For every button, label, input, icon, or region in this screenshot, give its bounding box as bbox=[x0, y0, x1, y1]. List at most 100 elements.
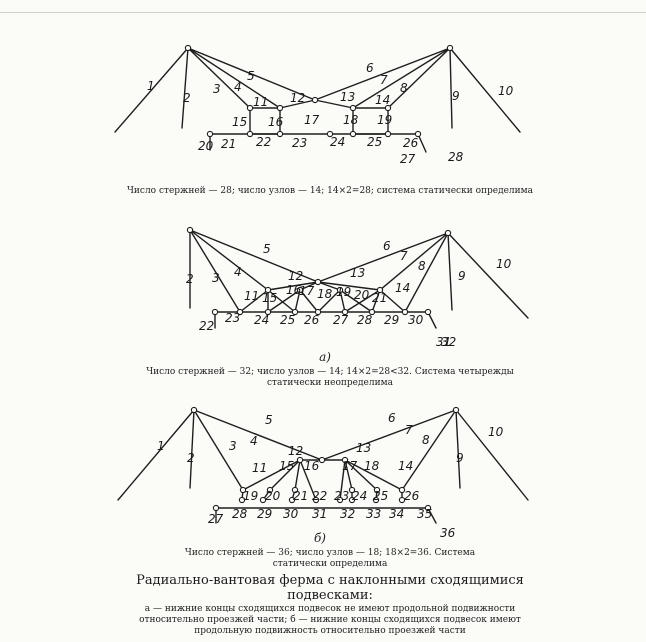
member-number-label: 17 bbox=[342, 459, 358, 473]
member-number-label: 31 bbox=[312, 507, 327, 521]
truss-node bbox=[264, 308, 272, 316]
truss-member bbox=[187, 47, 251, 109]
truss-node bbox=[372, 496, 380, 504]
truss-node bbox=[368, 308, 376, 316]
member-number-label: 10 bbox=[496, 257, 512, 271]
truss-node bbox=[373, 486, 381, 494]
figure-2-caption-line-2: статически неопределима bbox=[267, 378, 393, 388]
member-number-label: 18 bbox=[343, 113, 359, 127]
member-number-label: 22 bbox=[199, 319, 214, 333]
truss-member bbox=[455, 409, 529, 501]
member-number-label: 32 bbox=[441, 335, 456, 349]
legend-line-3: продольную подвижность относительно прое… bbox=[194, 626, 466, 636]
member-number-label: 1 bbox=[157, 439, 165, 453]
truss-node bbox=[238, 496, 246, 504]
truss-node bbox=[276, 104, 284, 112]
member-number-label: 5 bbox=[263, 242, 271, 256]
truss-node bbox=[314, 278, 322, 286]
member-number-label: 16 bbox=[268, 115, 284, 129]
member-number-label: 23 bbox=[225, 311, 240, 325]
member-number-label: 5 bbox=[247, 69, 255, 83]
member-number-label: 27 bbox=[208, 512, 224, 526]
truss-node bbox=[206, 130, 214, 138]
truss-node bbox=[311, 96, 319, 104]
truss-member bbox=[279, 99, 316, 109]
truss-node bbox=[246, 130, 254, 138]
truss-member bbox=[449, 47, 521, 133]
member-number-label: 11 bbox=[253, 95, 268, 109]
truss-node bbox=[452, 406, 460, 414]
truss-node bbox=[211, 308, 219, 316]
member-number-label: 11 bbox=[252, 461, 267, 475]
truss-node bbox=[444, 229, 452, 237]
member-number-label: 22 bbox=[312, 489, 327, 503]
truss-member bbox=[317, 232, 449, 283]
member-number-label: 10 bbox=[498, 84, 514, 98]
member-number-label: 18 bbox=[317, 287, 333, 301]
truss-member bbox=[299, 289, 319, 313]
member-number-label: 23 bbox=[334, 489, 349, 503]
truss-member bbox=[189, 409, 195, 489]
member-number-label: 33 bbox=[366, 507, 381, 521]
member-number-label: 34 bbox=[389, 507, 404, 521]
member-number-label: 2 bbox=[183, 91, 191, 105]
member-number-label: 17 bbox=[299, 284, 315, 298]
truss-member bbox=[314, 99, 354, 109]
truss-member bbox=[189, 229, 241, 313]
member-number-label: 35 bbox=[417, 507, 432, 521]
truss-member bbox=[267, 281, 319, 291]
legend-line-1: а — нижние концы сходящихся подвесок не … bbox=[144, 604, 516, 614]
member-number-label: 3 bbox=[213, 82, 221, 96]
member-number-label: 36 bbox=[440, 526, 456, 540]
member-number-label: 9 bbox=[456, 451, 464, 465]
truss-node bbox=[259, 496, 267, 504]
truss-member bbox=[114, 47, 189, 133]
top-rule bbox=[0, 12, 646, 13]
truss-member bbox=[314, 47, 451, 101]
figure-title-line-1: Радиально-вантовая ферма с наклонными сх… bbox=[136, 573, 524, 588]
member-number-label: 15 bbox=[279, 459, 294, 473]
truss-node bbox=[398, 496, 406, 504]
truss-node bbox=[341, 456, 349, 464]
truss-member bbox=[181, 47, 189, 129]
truss-node bbox=[341, 308, 349, 316]
truss-member bbox=[299, 459, 317, 501]
truss-member bbox=[117, 409, 195, 501]
truss-node bbox=[348, 486, 356, 494]
member-number-label: 25 bbox=[367, 135, 382, 149]
member-number-label: 15 bbox=[262, 291, 277, 305]
truss-node bbox=[318, 456, 326, 464]
truss-member bbox=[239, 289, 269, 313]
member-number-label: 9 bbox=[458, 269, 466, 283]
truss-node bbox=[236, 308, 244, 316]
truss-node bbox=[414, 130, 422, 138]
truss-member bbox=[447, 232, 453, 311]
truss-node bbox=[296, 286, 304, 294]
truss-member bbox=[339, 289, 346, 313]
truss-node bbox=[212, 504, 220, 512]
member-number-label: 20 bbox=[265, 489, 281, 503]
member-number-label: 6 bbox=[366, 61, 374, 75]
truss-node bbox=[291, 308, 299, 316]
truss-node bbox=[296, 456, 304, 464]
truss-node bbox=[239, 486, 247, 494]
truss-member bbox=[294, 289, 301, 313]
member-number-label: 6 bbox=[383, 239, 391, 253]
member-number-label: 14 bbox=[395, 281, 410, 295]
member-number-label: 25 bbox=[280, 313, 295, 327]
truss-node bbox=[190, 406, 198, 414]
member-number-label: 23 bbox=[292, 136, 307, 150]
truss-node bbox=[348, 496, 356, 504]
figure-3-caption-line-1: Число стержней — 36; число узлов — 18; 1… bbox=[184, 548, 476, 558]
truss-member bbox=[404, 232, 449, 313]
truss-node bbox=[401, 308, 409, 316]
truss-node bbox=[186, 226, 194, 234]
truss-member bbox=[267, 289, 301, 313]
member-number-label: 27 bbox=[400, 152, 416, 166]
member-number-label: 29 bbox=[384, 313, 399, 327]
member-number-label: 7 bbox=[405, 423, 413, 437]
truss-node bbox=[288, 496, 296, 504]
